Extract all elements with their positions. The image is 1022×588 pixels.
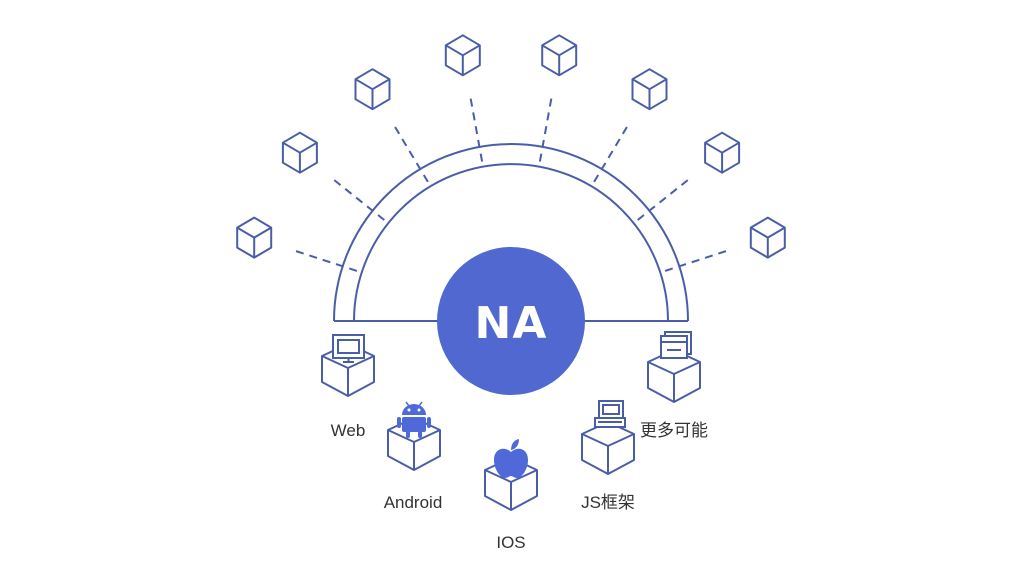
cube-icon xyxy=(749,216,786,259)
outer-arch xyxy=(333,143,689,322)
cube-icon xyxy=(631,68,668,111)
na-core-circle xyxy=(437,247,585,395)
cube-icon xyxy=(281,131,318,174)
dashed-connector xyxy=(593,121,631,183)
cube-icon xyxy=(541,34,578,77)
dashed-connector xyxy=(391,121,429,183)
platform-more: 更多可能 xyxy=(640,331,708,440)
platform-android: Android xyxy=(384,401,443,512)
platform-label-web: Web xyxy=(331,421,366,440)
cube-icon xyxy=(444,34,481,77)
dashed-connector xyxy=(468,92,484,162)
android-icon xyxy=(397,401,431,438)
dashed-connector xyxy=(328,175,385,221)
platform-label-ios: IOS xyxy=(496,533,525,552)
dashed-connector xyxy=(637,175,694,221)
cube-icon xyxy=(704,131,741,174)
cube-icon xyxy=(236,216,273,259)
monitor-icon xyxy=(332,334,365,363)
computer-icon xyxy=(594,400,626,428)
dashed-connectors xyxy=(290,92,732,272)
platform-ios: IOS xyxy=(484,439,538,552)
window-stack-icon xyxy=(660,331,692,359)
na-core-label: NA xyxy=(475,298,548,349)
platform-js: JS框架 xyxy=(581,400,635,512)
platform-label-more: 更多可能 xyxy=(640,421,708,440)
apple-icon xyxy=(494,439,528,478)
platform-web: Web xyxy=(321,334,375,440)
cube-icon xyxy=(581,421,635,475)
inner-arch xyxy=(353,163,669,322)
platform-label-android: Android xyxy=(384,493,443,512)
cube-icon xyxy=(354,68,391,111)
dashed-connector xyxy=(664,248,732,272)
platform-label-js: JS框架 xyxy=(581,493,635,512)
dashed-connector xyxy=(290,248,358,272)
module-cubes xyxy=(236,34,786,259)
dashed-connector xyxy=(538,92,554,162)
